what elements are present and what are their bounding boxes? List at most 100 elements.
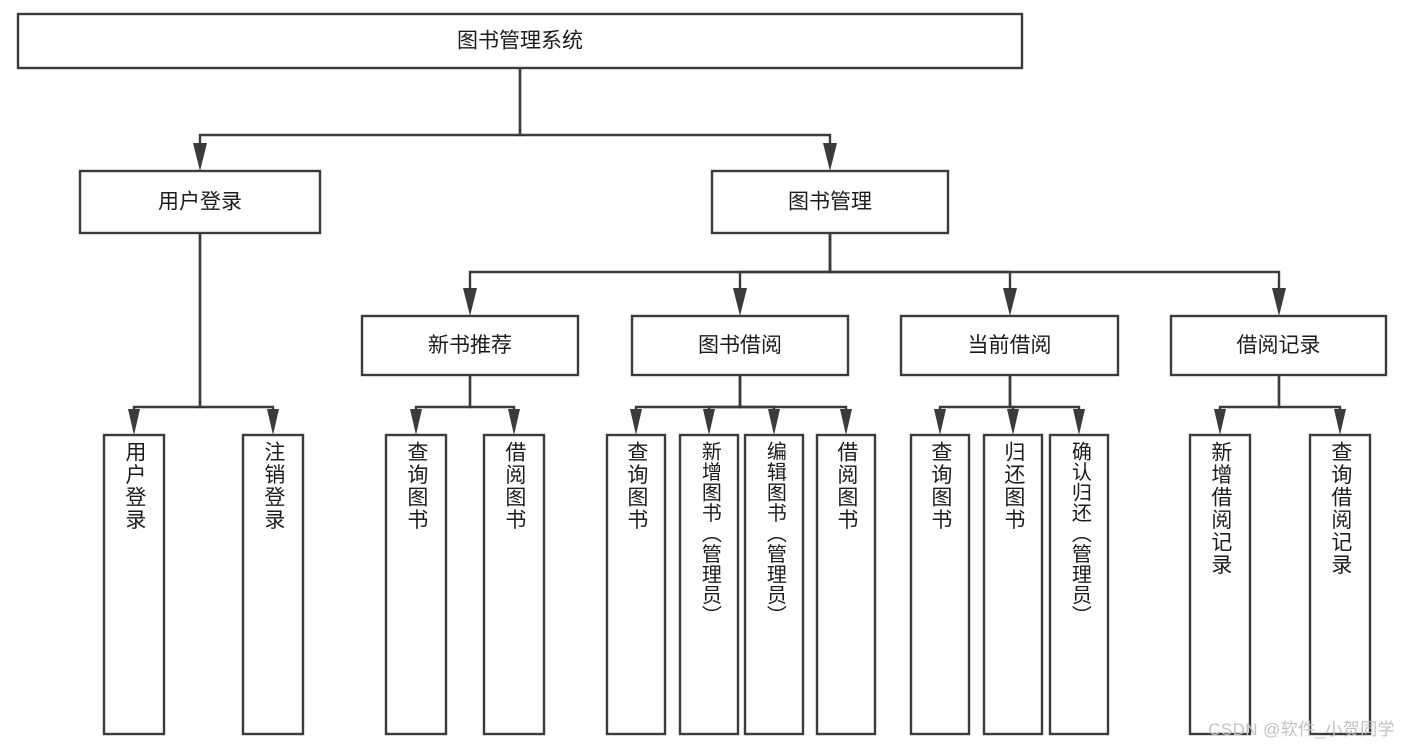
connector-book-manage-to-borrow-record	[828, 233, 1286, 316]
node-label-wrap-leaf-query-book-current: 查询图书	[911, 435, 969, 734]
node-label-leaf-query-borrow-record: 查询借阅记录	[1328, 441, 1352, 576]
node-label-wrap-leaf-add-book-admin: 新增图书（管理员）	[698, 441, 721, 626]
connector-borrow-record-to-leaf-query-borrow-record	[1277, 375, 1346, 435]
node-box-leaf-return-book[interactable]	[982, 433, 1044, 736]
connector-line	[707, 375, 742, 411]
node-label-leaf-confirm-return-admin: 确认归还（管理员）	[1068, 441, 1091, 626]
connector-line	[518, 68, 832, 145]
arrow-head-icon	[267, 409, 279, 435]
connector-line	[198, 233, 275, 411]
connector-book-manage-to-book-borrow	[733, 233, 832, 316]
connector-layer	[128, 68, 1346, 435]
node-label-new-book-recommend: 新书推荐	[428, 334, 512, 357]
node-box-book-borrow[interactable]	[630, 314, 850, 377]
connector-book-manage-to-new-book-recommend	[463, 233, 832, 316]
connector-current-borrow-to-leaf-confirm-return-admin	[1008, 375, 1085, 435]
vertical-label-box: 确认归还（管理员）	[1050, 435, 1108, 734]
node-label-leaf-add-borrow-record: 新增借阅记录	[1208, 441, 1232, 576]
node-label-root: 图书管理系统	[457, 30, 583, 53]
connector-new-book-recommend-to-leaf-borrow-book-rec	[468, 375, 520, 435]
node-label-book-manage: 图书管理	[788, 191, 872, 214]
vertical-label-box: 借阅图书	[817, 435, 875, 734]
node-label-user-login: 用户登录	[158, 191, 242, 214]
node-label-layer: 图书管理系统用户登录图书管理新书推荐图书借阅当前借阅借阅记录用户登录注销登录查询…	[104, 30, 1370, 734]
connector-line	[468, 233, 832, 290]
node-box-borrow-record[interactable]	[1169, 314, 1388, 377]
vertical-label-box: 用户登录	[104, 435, 164, 734]
connector-line	[414, 375, 472, 411]
node-label-leaf-borrow-book-rec: 借阅图书	[502, 441, 526, 531]
node-label-leaf-logout-login: 注销登录	[261, 441, 285, 531]
node-label-leaf-return-book: 归还图书	[1001, 441, 1025, 531]
node-box-root[interactable]	[16, 12, 1024, 70]
node-label-leaf-borrow-book-borrow: 借阅图书	[834, 441, 858, 531]
arrow-head-icon	[733, 288, 747, 316]
node-label-wrap-leaf-logout-login: 注销登录	[243, 435, 303, 734]
arrow-head-icon	[1214, 409, 1226, 435]
vertical-label-box: 注销登录	[243, 435, 303, 734]
connector-user-login-to-leaf-user-login	[128, 233, 202, 435]
node-box-leaf-borrow-book-rec[interactable]	[482, 433, 546, 736]
connector-book-borrow-to-leaf-query-book-borrow	[630, 375, 742, 435]
node-label-wrap-leaf-user-login: 用户登录	[104, 435, 164, 734]
node-label-current-borrow: 当前借阅	[968, 334, 1052, 357]
vertical-label-box: 查询图书	[386, 435, 446, 734]
arrow-head-icon	[1073, 409, 1085, 435]
node-box-book-manage[interactable]	[710, 169, 950, 235]
connector-book-borrow-to-leaf-borrow-book-borrow	[738, 375, 852, 435]
node-box-leaf-query-book-rec[interactable]	[384, 433, 448, 736]
node-box-leaf-add-borrow-record[interactable]	[1188, 433, 1252, 736]
node-box-leaf-borrow-book-borrow[interactable]	[815, 433, 877, 736]
node-box-leaf-query-book-borrow[interactable]	[605, 433, 667, 736]
node-label-wrap-leaf-return-book: 归还图书	[984, 435, 1042, 734]
arrow-head-icon	[1003, 288, 1017, 316]
connector-line	[198, 68, 522, 145]
connector-root-to-book-manage	[518, 68, 837, 171]
connector-current-borrow-to-leaf-query-book-current	[934, 375, 1012, 435]
node-box-leaf-confirm-return-admin[interactable]	[1048, 433, 1110, 736]
connector-line	[828, 233, 1281, 290]
node-label-leaf-add-book-admin: 新增图书（管理员）	[698, 441, 721, 626]
node-box-leaf-add-book-admin[interactable]	[678, 433, 740, 736]
node-label-leaf-edit-book-admin: 编辑图书（管理员）	[763, 441, 786, 626]
vertical-label-box: 查询图书	[911, 435, 969, 734]
connector-borrow-record-to-leaf-add-borrow-record	[1214, 375, 1281, 435]
node-box-current-borrow[interactable]	[899, 314, 1120, 377]
node-box-leaf-query-book-current[interactable]	[909, 433, 971, 736]
arrow-head-icon	[193, 143, 207, 171]
vertical-label-box: 查询借阅记录	[1310, 435, 1370, 734]
connector-line	[1008, 375, 1081, 411]
connector-book-borrow-to-leaf-edit-book-admin	[738, 375, 780, 435]
node-label-wrap-leaf-confirm-return-admin: 确认归还（管理员）	[1050, 435, 1108, 734]
connector-line	[132, 233, 202, 411]
vertical-label-box: 归还图书	[984, 435, 1042, 734]
node-box-user-login[interactable]	[78, 169, 322, 235]
node-label-leaf-query-book-current: 查询图书	[928, 441, 952, 531]
node-label-borrow-record: 借阅记录	[1237, 334, 1321, 357]
node-box-leaf-query-borrow-record[interactable]	[1308, 433, 1372, 736]
arrow-head-icon	[410, 409, 422, 435]
connector-new-book-recommend-to-leaf-query-book-rec	[410, 375, 472, 435]
node-label-wrap-leaf-query-book-rec: 查询图书	[386, 435, 446, 734]
node-label-book-borrow: 图书借阅	[698, 334, 782, 357]
node-box-new-book-recommend[interactable]	[360, 314, 580, 377]
connector-line	[738, 375, 776, 411]
arrow-head-icon	[768, 409, 780, 435]
arrow-head-icon	[1334, 409, 1346, 435]
connector-user-login-to-leaf-logout-login	[198, 233, 279, 435]
arrow-head-icon	[128, 409, 140, 435]
vertical-label-box: 编辑图书（管理员）	[745, 435, 803, 734]
arrow-head-icon	[508, 409, 520, 435]
connector-book-manage-to-current-borrow	[828, 233, 1017, 316]
arrow-head-icon	[630, 409, 642, 435]
node-label-leaf-query-book-rec: 查询图书	[404, 441, 428, 531]
node-label-leaf-query-book-borrow: 查询图书	[624, 441, 648, 531]
vertical-label-box: 新增借阅记录	[1190, 435, 1250, 734]
node-label-leaf-user-login: 用户登录	[122, 441, 146, 531]
node-label-wrap-leaf-add-borrow-record: 新增借阅记录	[1190, 435, 1250, 734]
node-box-leaf-user-login[interactable]	[102, 433, 166, 736]
node-box-leaf-logout-login[interactable]	[241, 433, 305, 736]
node-box-leaf-edit-book-admin[interactable]	[743, 433, 805, 736]
